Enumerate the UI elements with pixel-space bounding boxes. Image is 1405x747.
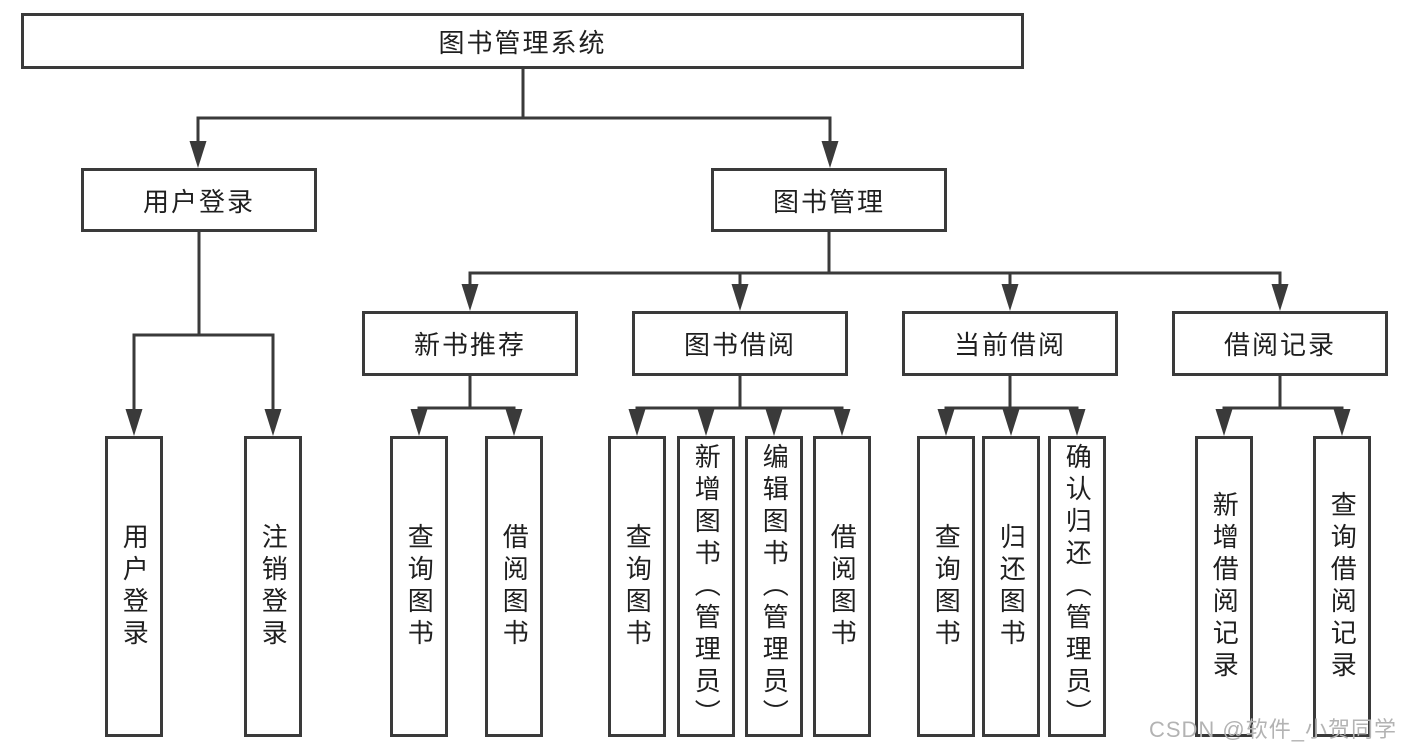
- node-current-borrowing: 当前借阅: [902, 311, 1118, 376]
- arrowhead-down-icon: [833, 409, 851, 436]
- node-label: 借阅图书: [499, 522, 530, 651]
- leaf-confirm-return-admin: 确认归还（管理员）: [1048, 436, 1106, 737]
- leaf-query-books-borrowing: 查询图书: [608, 436, 666, 737]
- node-label: 用户登录: [119, 522, 150, 651]
- connector-group: [461, 230, 1289, 311]
- node-borrowing-records: 借阅记录: [1172, 311, 1388, 376]
- arrowhead-down-icon: [410, 409, 428, 436]
- arrowhead-down-icon: [1002, 409, 1020, 436]
- connector-group: [1215, 374, 1351, 436]
- node-label: 图书管理: [772, 186, 885, 217]
- arrowhead-down-icon: [1001, 284, 1019, 311]
- arrowhead-down-icon: [937, 409, 955, 436]
- leaf-add-borrow-record: 新增借阅记录: [1195, 436, 1253, 737]
- node-label: 图书管理系统: [438, 27, 607, 58]
- arrowhead-down-icon: [264, 409, 282, 436]
- leaf-borrow-books-borrowing: 借阅图书: [813, 436, 871, 737]
- connector-group: [628, 374, 851, 436]
- leaf-query-books-recommend: 查询图书: [390, 436, 448, 737]
- node-user-login: 用户登录: [81, 168, 317, 232]
- arrowhead-down-icon: [1271, 284, 1289, 311]
- leaf-borrow-books-recommend: 借阅图书: [485, 436, 543, 737]
- connector-group: [937, 374, 1086, 436]
- leaf-edit-book-admin: 编辑图书（管理员）: [745, 436, 803, 737]
- node-label: 借阅记录: [1223, 330, 1336, 360]
- leaf-user-login: 用户登录: [105, 436, 163, 737]
- leaf-add-book-admin: 新增图书（管理员）: [677, 436, 735, 737]
- arrowhead-down-icon: [697, 409, 715, 436]
- node-library-management-system: 图书管理系统: [21, 13, 1024, 69]
- leaf-logout: 注销登录: [244, 436, 302, 737]
- arrowhead-down-icon: [1333, 409, 1351, 436]
- arrowhead-down-icon: [461, 284, 479, 311]
- arrowhead-down-icon: [765, 409, 783, 436]
- arrowhead-down-icon: [125, 409, 143, 436]
- arrowhead-down-icon: [731, 284, 749, 311]
- arrowhead-down-icon: [1068, 409, 1086, 436]
- leaf-query-books-current: 查询图书: [917, 436, 975, 737]
- arrowhead-down-icon: [505, 409, 523, 436]
- node-label: 借阅图书: [827, 522, 858, 651]
- connector-group: [410, 374, 523, 436]
- node-book-management: 图书管理: [711, 168, 947, 232]
- node-new-book-recommendation: 新书推荐: [362, 311, 578, 376]
- node-label: 查询借阅记录: [1327, 490, 1358, 683]
- node-label: 查询图书: [622, 522, 653, 651]
- node-label: 用户登录: [142, 186, 255, 217]
- arrowhead-down-icon: [189, 141, 207, 168]
- connector-group: [125, 230, 282, 436]
- arrowhead-down-icon: [1215, 409, 1233, 436]
- node-label: 当前借阅: [953, 330, 1066, 360]
- node-label: 编辑图书（管理员）: [759, 442, 790, 731]
- node-label: 图书借阅: [683, 330, 796, 360]
- leaf-query-borrow-record: 查询借阅记录: [1313, 436, 1371, 737]
- arrowhead-down-icon: [628, 409, 646, 436]
- arrowhead-down-icon: [821, 141, 839, 168]
- node-label: 新书推荐: [413, 330, 526, 360]
- node-label: 新增图书（管理员）: [691, 442, 722, 731]
- node-label: 确认归还（管理员）: [1062, 442, 1093, 731]
- node-book-borrowing: 图书借阅: [632, 311, 848, 376]
- node-label: 归还图书: [996, 522, 1027, 651]
- node-label: 查询图书: [931, 522, 962, 651]
- watermark: CSDN @软件_小贺同学: [1148, 717, 1397, 742]
- connector-group: [189, 67, 839, 168]
- leaf-return-book: 归还图书: [982, 436, 1040, 737]
- node-label: 注销登录: [258, 522, 289, 651]
- node-label: 查询图书: [404, 522, 435, 651]
- node-label: 新增借阅记录: [1209, 490, 1240, 683]
